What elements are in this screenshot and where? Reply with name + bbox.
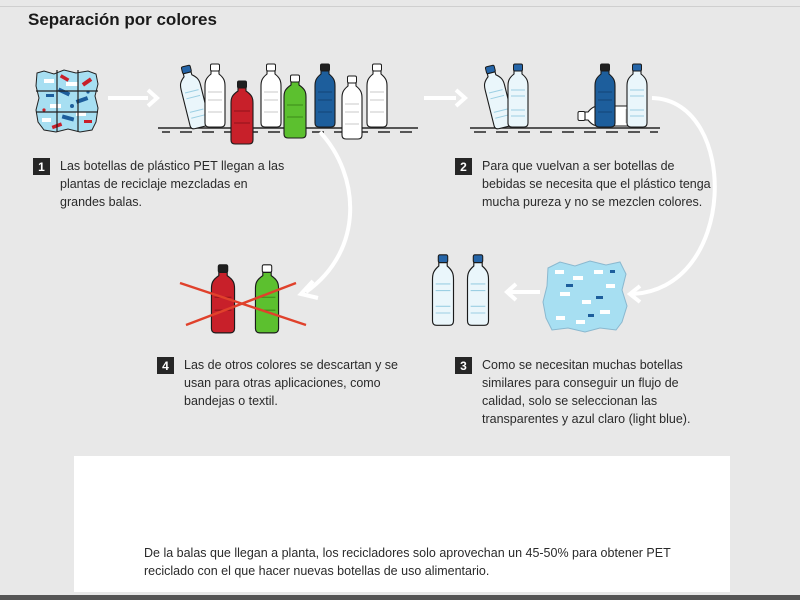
step-text: Para que vuelvan a ser botellas de bebid… [482,159,711,209]
step-3: 3 Como se necesitan muchas botellas simi… [455,356,715,428]
arrow-right-icon [108,88,161,108]
step-number: 2 [455,158,472,175]
step-4: 4 Las de otros colores se descartan y se… [157,356,407,410]
step-text: Las botellas de plástico PET llegan a la… [60,159,285,209]
curve-arrow-icon [626,96,717,304]
step-text: Las de otros colores se descartan y se u… [184,358,399,408]
selected-bale-icon [542,260,628,333]
summary-panel: De la balas que llegan a planta, los rec… [74,456,730,592]
rejected-bottles-icon [179,264,307,334]
page-title: Separación por colores [28,10,217,29]
step-1: 1 Las botellas de plástico PET llegan a … [33,157,293,211]
step-text: Como se necesitan muchas botellas simila… [482,358,691,426]
title-rule [0,6,800,7]
step-2: 2 Para que vuelvan a ser botellas de beb… [455,157,715,211]
sorted-bottles-conveyor [470,63,660,133]
mixed-bale-icon [35,69,99,133]
mixed-bottles-conveyor [158,63,418,145]
arrow-right-icon [424,88,469,108]
step-number: 3 [455,357,472,374]
step-number: 1 [33,158,50,175]
bottom-border [0,595,800,600]
summary-note: De la balas que llegan a planta, los rec… [144,546,671,578]
arrow-left-icon [503,282,540,302]
reject-arrow-icon [297,130,353,300]
clean-bottles-icon [431,254,490,326]
step-number: 4 [157,357,174,374]
